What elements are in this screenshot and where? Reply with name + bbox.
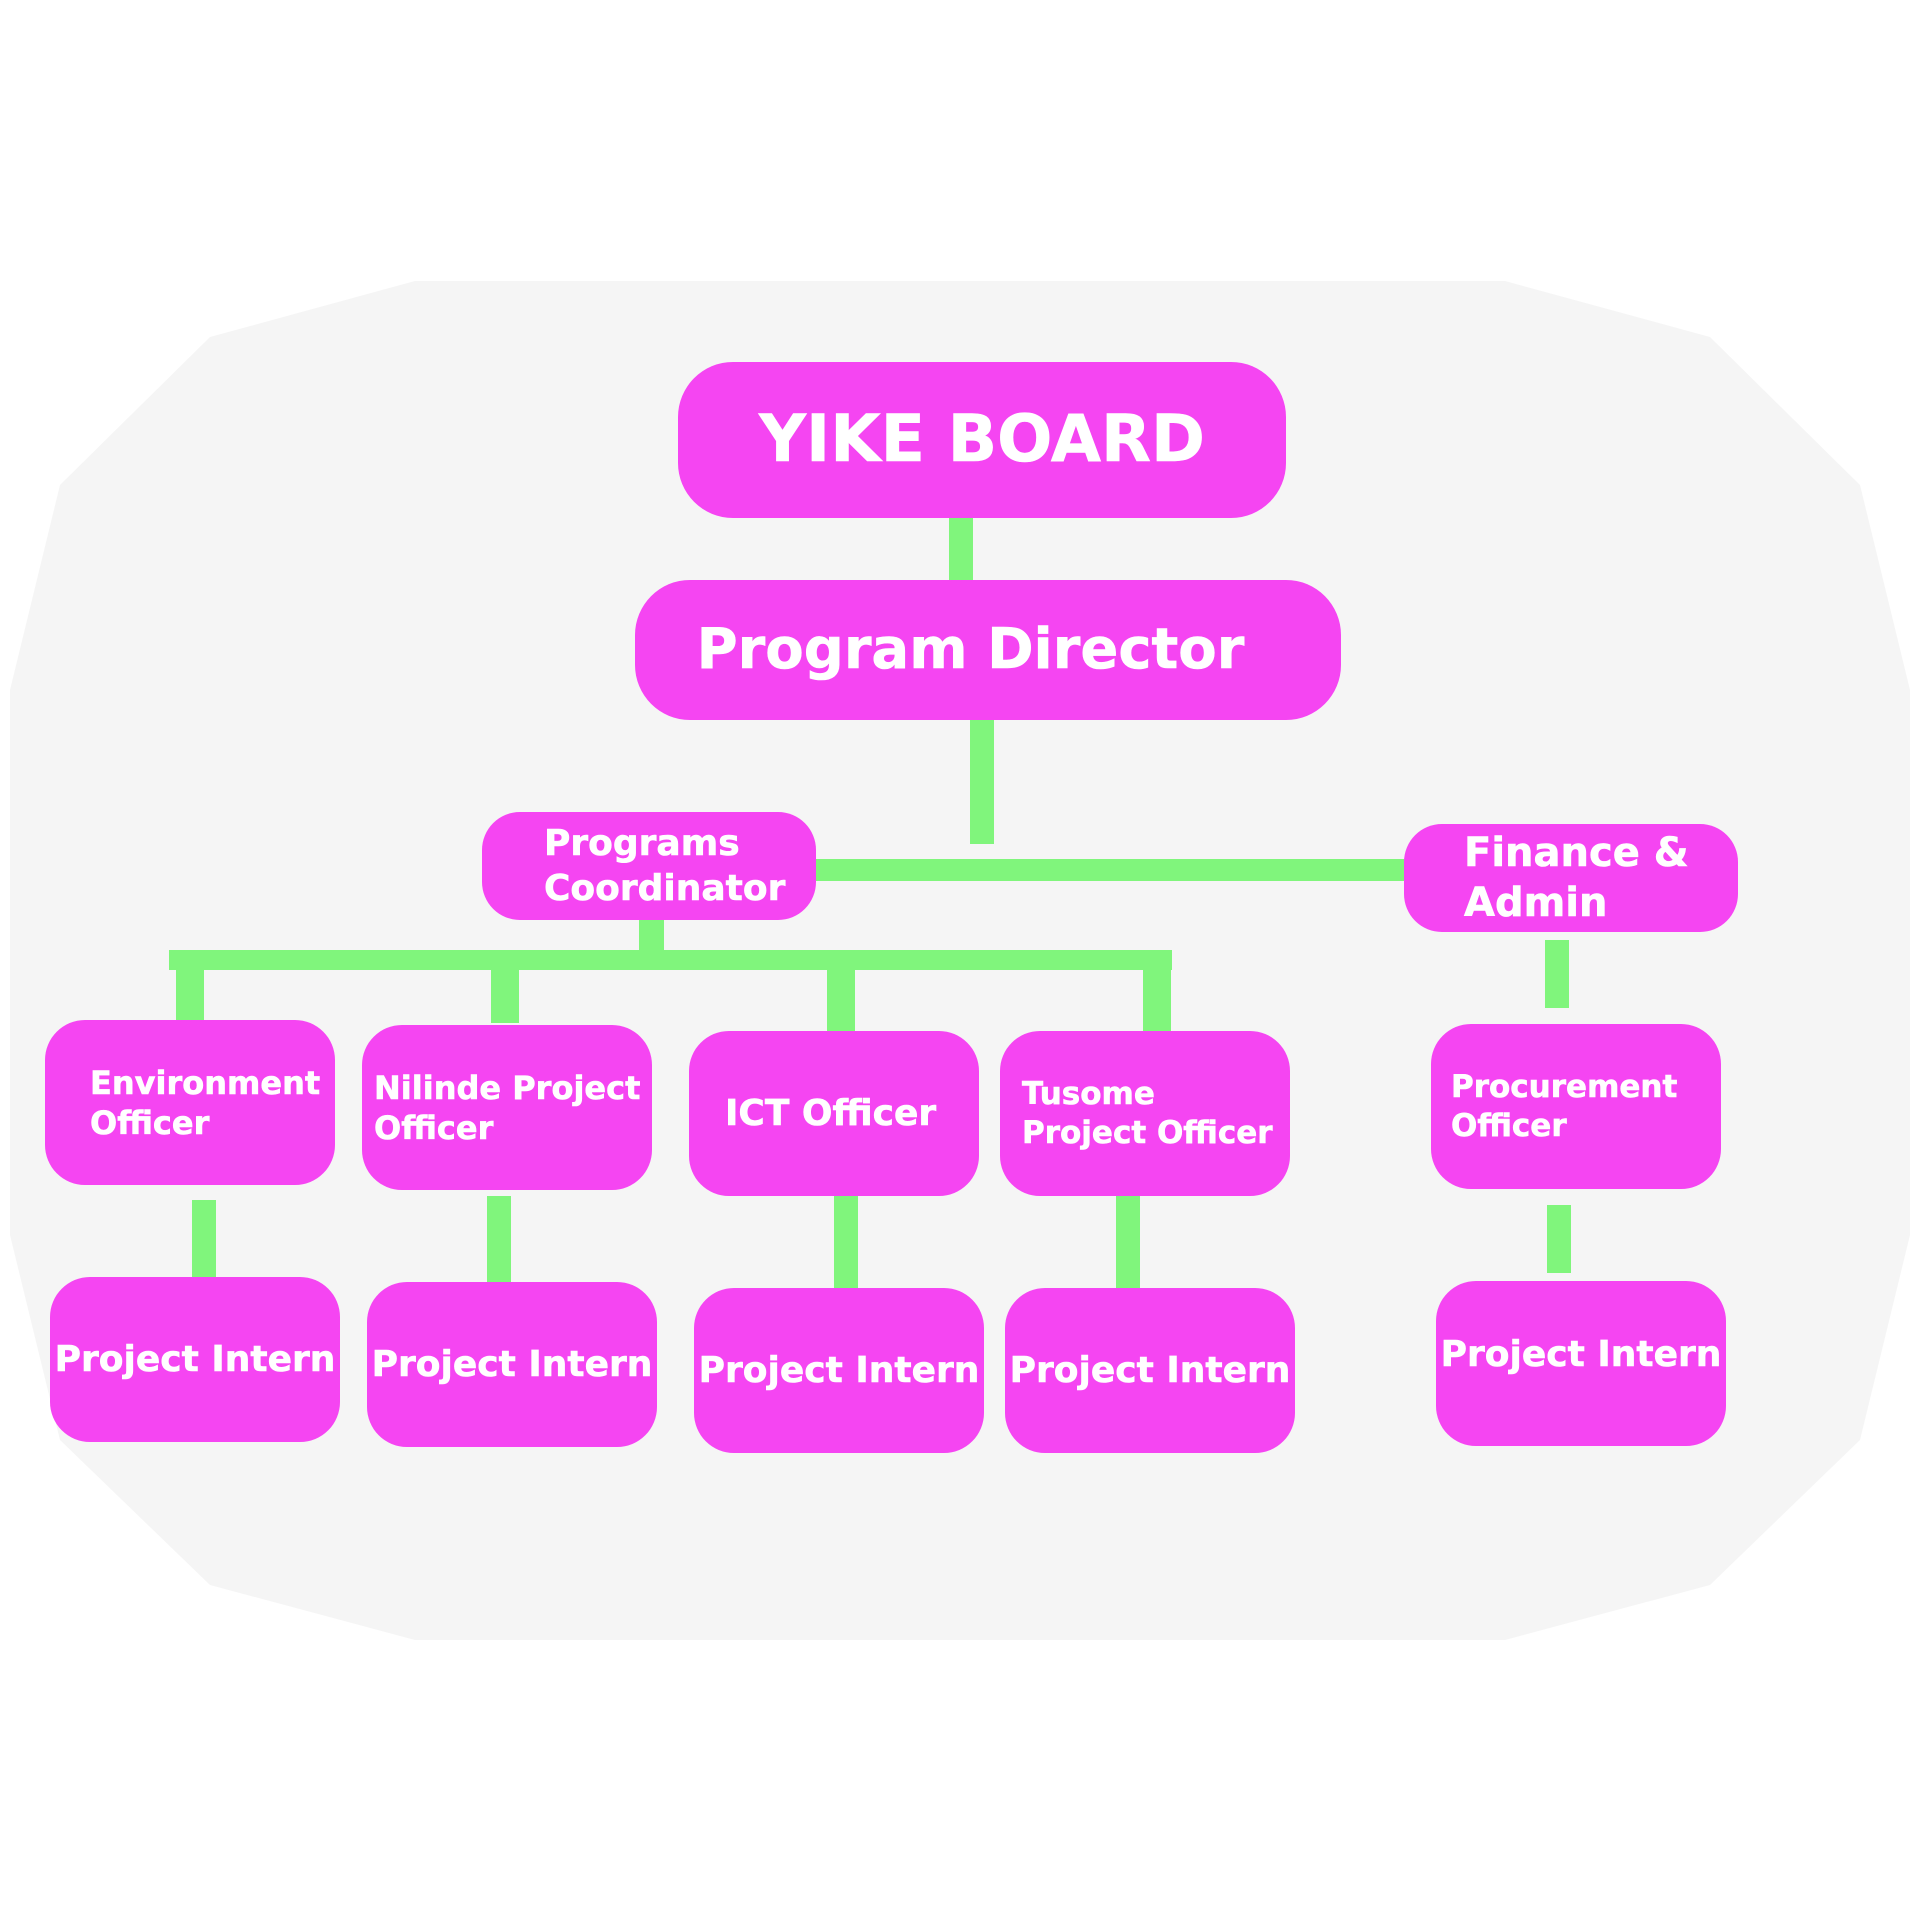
connector-coordinator-finance bbox=[812, 859, 1417, 881]
node-label: ICT Officer bbox=[725, 1093, 937, 1135]
connector-officers-bus bbox=[169, 950, 1172, 970]
node-tusome-intern: Project Intern bbox=[1005, 1288, 1295, 1453]
connector-board-director bbox=[949, 517, 973, 585]
node-label: YIKE BOARD bbox=[758, 402, 1206, 478]
node-label: Project Intern bbox=[1440, 1334, 1722, 1376]
connector-coordinator-down bbox=[639, 917, 664, 953]
node-nilinde-project-officer: Nilinde Project Officer bbox=[362, 1025, 652, 1190]
node-label: Finance & Admin bbox=[1464, 830, 1689, 927]
node-label: Project Intern bbox=[54, 1339, 336, 1381]
connector-finance-procurement bbox=[1545, 940, 1569, 1008]
node-label: Environment Officer bbox=[90, 1063, 321, 1142]
node-tusome-project-officer: Tusome Project Officer bbox=[1000, 1031, 1290, 1196]
node-label: Programs Coordinator bbox=[544, 823, 786, 910]
node-procurement-officer: Procurement Officer bbox=[1431, 1024, 1721, 1189]
connector-tusome-intern bbox=[1116, 1196, 1140, 1294]
node-nilinde-intern: Project Intern bbox=[367, 1282, 657, 1447]
connector-bus-environment bbox=[176, 960, 204, 1023]
connector-nilinde-intern bbox=[487, 1196, 511, 1294]
node-yike-board: YIKE BOARD bbox=[678, 362, 1286, 518]
connector-director-down bbox=[970, 716, 994, 844]
node-label: Tusome Project Officer bbox=[1022, 1075, 1273, 1151]
node-procurement-intern: Project Intern bbox=[1436, 1281, 1726, 1446]
connector-bus-ict bbox=[827, 960, 855, 1031]
node-environment-intern: Project Intern bbox=[50, 1277, 340, 1442]
node-label: Project Intern bbox=[371, 1344, 653, 1386]
node-ict-officer: ICT Officer bbox=[689, 1031, 979, 1196]
connector-bus-nilinde bbox=[491, 960, 519, 1023]
node-label: Program Director bbox=[696, 617, 1245, 683]
connector-bus-tusome bbox=[1143, 960, 1171, 1031]
node-programs-coordinator: Programs Coordinator bbox=[482, 812, 816, 920]
connector-procurement-intern bbox=[1547, 1205, 1571, 1273]
node-environment-officer: Environment Officer bbox=[45, 1020, 335, 1185]
node-program-director: Program Director bbox=[635, 580, 1341, 720]
node-label: Project Intern bbox=[698, 1350, 980, 1392]
node-ict-intern: Project Intern bbox=[694, 1288, 984, 1453]
node-finance-admin: Finance & Admin bbox=[1404, 824, 1738, 932]
node-label: Project Intern bbox=[1009, 1350, 1291, 1392]
connector-ict-intern bbox=[834, 1196, 858, 1294]
node-label: Nilinde Project Officer bbox=[374, 1068, 641, 1147]
node-label: Procurement Officer bbox=[1451, 1068, 1678, 1144]
